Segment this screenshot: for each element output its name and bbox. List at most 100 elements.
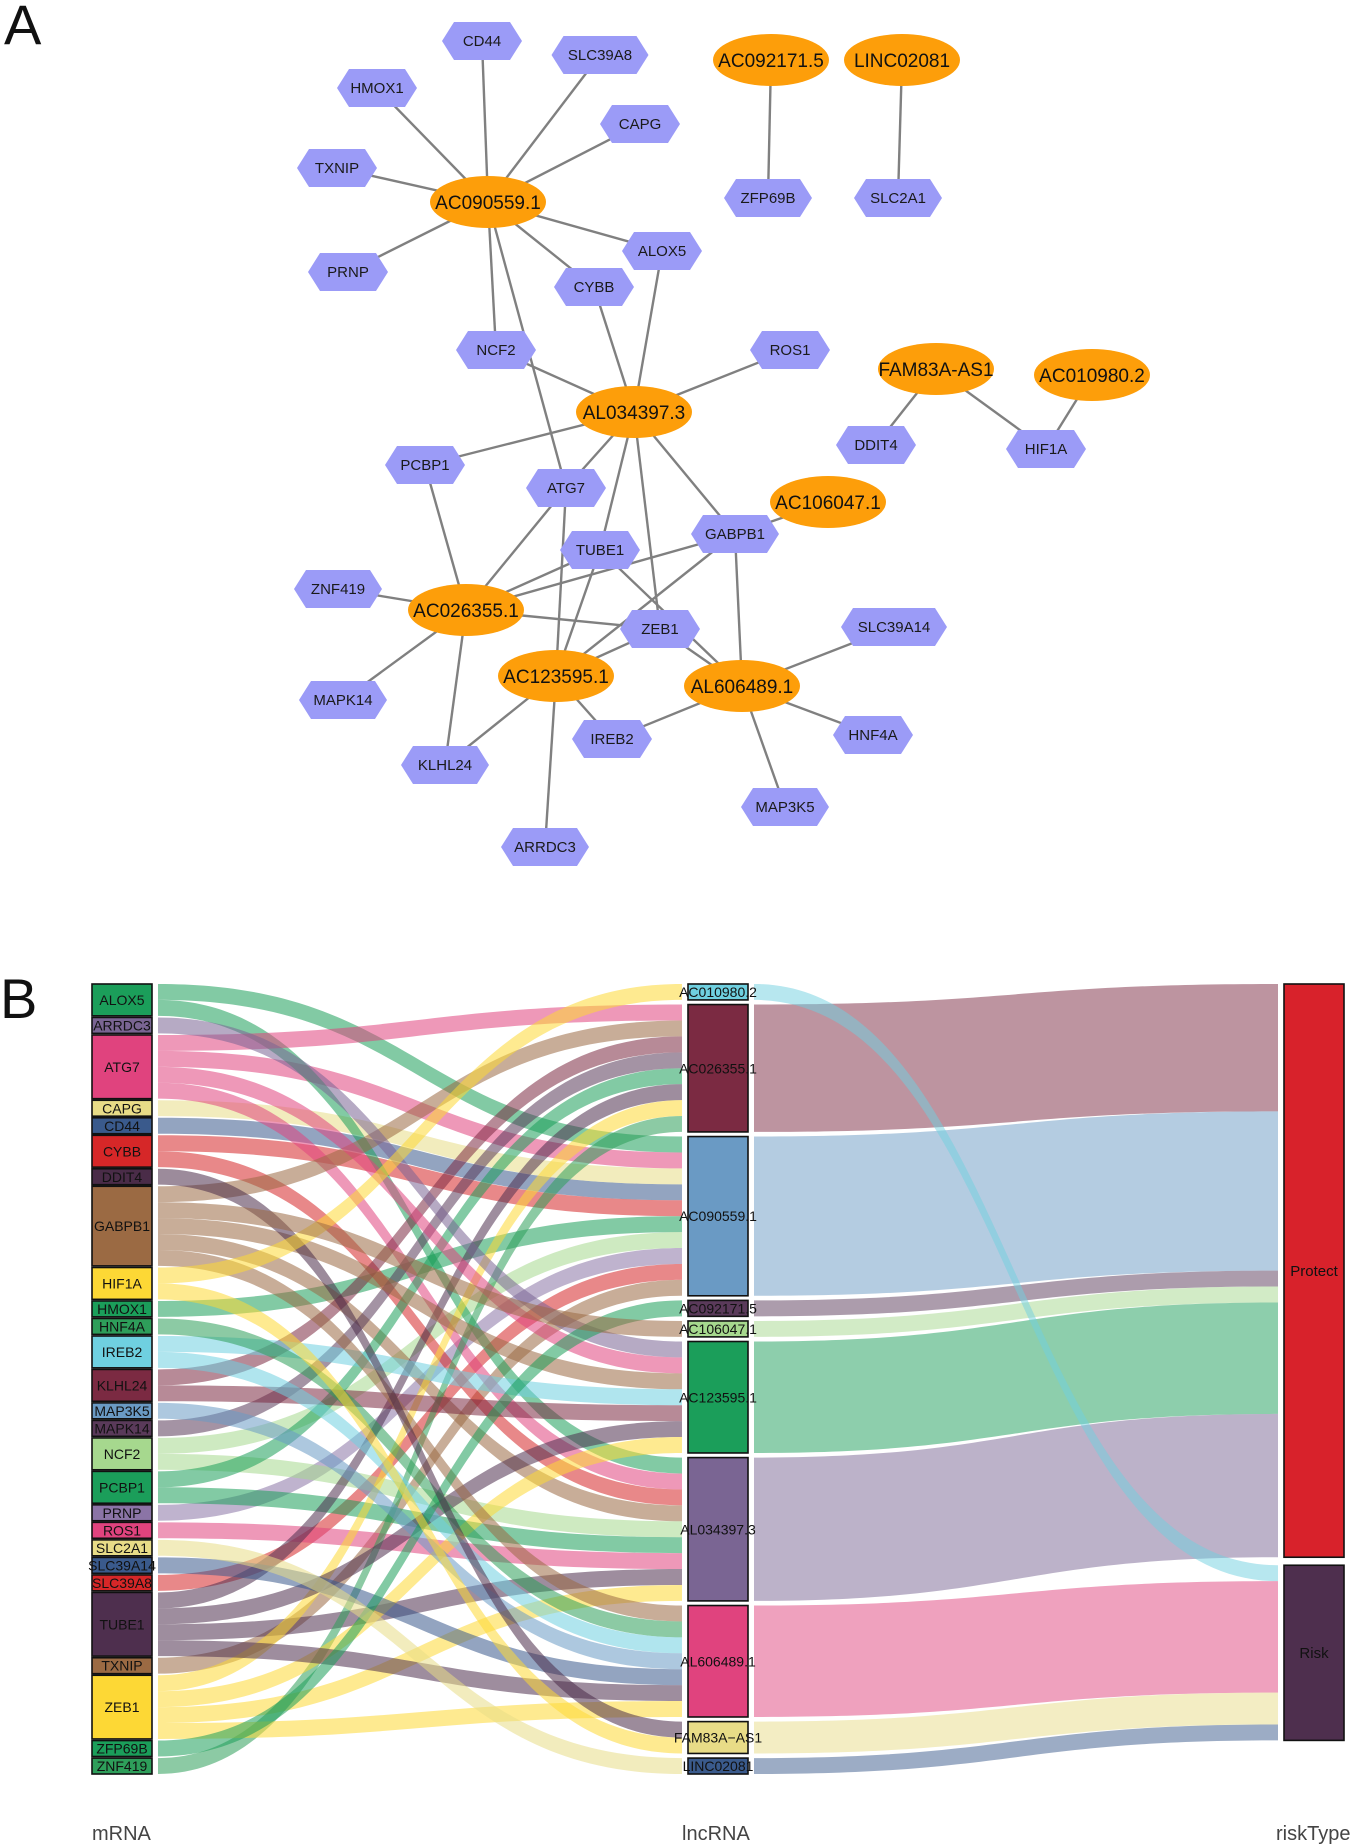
flow-tube1-al606489-1 — [158, 1640, 682, 1702]
mrna-node-label: HMOX1 — [350, 80, 403, 97]
flow-gabpb1-ac106047-1 — [158, 1202, 682, 1337]
mrna-bar-arrdc3: ARRDC3 — [91, 1016, 153, 1035]
node-label: GABPB1 — [94, 1218, 150, 1234]
node-label: NCF2 — [104, 1446, 141, 1462]
mrna-node-hnf4a: HNF4A — [833, 716, 913, 754]
mrna-node-slc2a1: SLC2A1 — [854, 179, 942, 217]
edge-ac123595-1-gabpb1 — [555, 533, 736, 677]
mrna-node-hmox1: HMOX1 — [337, 69, 417, 107]
mrna-node-shape — [456, 331, 536, 369]
panel-b-label: B — [0, 967, 37, 1030]
lncrna-bar-ac123595-1: AC123595.1 — [679, 1340, 757, 1454]
mrna-bar-gabpb1: GABPB1 — [91, 1185, 153, 1267]
node-label: IREB2 — [102, 1344, 143, 1360]
flow-ac123595-1-protect — [754, 1302, 1278, 1453]
mrna-node-hif1a: HIF1A — [1006, 430, 1086, 468]
lncrna-node-label: LINC02081 — [854, 51, 950, 72]
node-label: DDIT4 — [102, 1169, 143, 1185]
edge-ac090559-1-cd44 — [480, 40, 490, 203]
mrna-node-shape — [442, 22, 522, 60]
mrna-node-shape — [600, 105, 680, 143]
node-bar — [91, 1556, 153, 1575]
mrna-node-gabpb1: GABPB1 — [691, 515, 779, 553]
node-label: ATG7 — [104, 1059, 140, 1075]
sankey-flows — [158, 984, 1278, 1774]
node-bar — [91, 1674, 153, 1740]
mrna-node-atg7: ATG7 — [526, 469, 606, 507]
node-label: AC010980.2 — [679, 984, 757, 1000]
lncrna-node-ac090559-1: AC090559.1 — [430, 176, 546, 228]
panel-a-label: A — [4, 0, 42, 56]
node-label: MAP3K5 — [94, 1403, 149, 1419]
lncrna-node-shape — [576, 386, 692, 438]
node-label: HNF4A — [99, 1318, 146, 1334]
node-label: MAPK14 — [94, 1420, 149, 1436]
flow-hnf4a-al606489-1 — [158, 1318, 682, 1638]
node-label: AL034397.3 — [680, 1521, 756, 1537]
mrna-bar-txnip: TXNIP — [91, 1656, 153, 1675]
lncrna-node-linc02081: LINC02081 — [844, 34, 960, 86]
node-label: ZEB1 — [104, 1699, 139, 1715]
mrna-bar-hmox1: HMOX1 — [91, 1300, 153, 1318]
lncrna-node-shape — [408, 584, 524, 636]
node-label: PRNP — [103, 1505, 142, 1521]
flow-gabpb1-ac026355-1 — [158, 1020, 682, 1203]
flow-tube1-ac026355-1 — [158, 1084, 682, 1609]
flow-atg7-ac123595-1 — [158, 1066, 682, 1374]
lncrna-node-shape — [498, 650, 614, 702]
mrna-node-shape — [833, 716, 913, 754]
lncrna-node-shape — [770, 476, 886, 528]
mrna-node-label: IREB2 — [590, 731, 633, 748]
mrna-bar-znf419: ZNF419 — [91, 1757, 153, 1775]
flow-al606489-1-risk — [754, 1581, 1278, 1717]
node-label: CD44 — [104, 1118, 140, 1134]
node-bar — [91, 1300, 153, 1318]
mrna-bar-ncf2: NCF2 — [91, 1437, 153, 1471]
flow-mapk14-ac026355-1 — [158, 1052, 682, 1437]
mrna-node-zeb1: ZEB1 — [620, 610, 700, 648]
mrna-bar-ireb2: IREB2 — [91, 1335, 153, 1369]
lncrna-node-fam83a-as1: FAM83A-AS1 — [878, 343, 994, 395]
node-bar — [91, 1016, 153, 1035]
lncrna-bar-ac092171-5: AC092171.5 — [679, 1299, 757, 1318]
flow-ac026355-1-protect — [754, 984, 1278, 1132]
node-label: TUBE1 — [99, 1616, 144, 1632]
flow-ireb2-al606489-1 — [158, 1351, 682, 1654]
node-label: ARRDC3 — [93, 1017, 151, 1033]
mrna-node-label: PRNP — [327, 264, 369, 281]
flow-al034397-3-protect — [754, 1413, 1278, 1601]
mrna-node-label: DDIT4 — [854, 437, 897, 454]
mrna-node-label: CYBB — [574, 279, 615, 296]
mrna-node-prnp: PRNP — [308, 253, 388, 291]
lncrna-node-shape — [844, 34, 960, 86]
mrna-bar-capg: CAPG — [91, 1099, 153, 1117]
mrna-bar-zeb1: ZEB1 — [91, 1674, 153, 1740]
mrna-node-map3k5: MAP3K5 — [741, 788, 829, 826]
mrna-bar-cd44: CD44 — [91, 1116, 153, 1135]
mrna-node-shape — [572, 720, 652, 758]
mrna-node-shape — [337, 69, 417, 107]
mrna-node-label: ALOX5 — [638, 243, 686, 260]
mrna-node-label: HIF1A — [1025, 441, 1068, 458]
edge-ac123595-1-atg7 — [554, 487, 568, 677]
edge-ac123595-1-arrdc3 — [543, 675, 558, 848]
flow-ac090559-1-protect — [754, 1111, 1278, 1296]
lncrna-node-ac123595-1: AC123595.1 — [498, 650, 614, 702]
mrna-node-shape — [620, 610, 700, 648]
node-bar — [91, 1402, 153, 1420]
node-bar — [91, 1739, 153, 1758]
mrna-node-label: GABPB1 — [705, 526, 765, 543]
node-label: AC123595.1 — [679, 1389, 757, 1405]
network-nodes: CD44SLC39A8HMOX1CAPGTXNIPALOX5PRNPCYBBNC… — [294, 22, 1150, 866]
flow-ros1-al034397-3 — [158, 1522, 682, 1570]
mrna-bar-slc39a14: SLC39A14 — [88, 1556, 156, 1575]
axis-label-lncrna: lncRNA — [682, 1823, 750, 1844]
network-edges — [336, 40, 1094, 848]
node-bar — [91, 1521, 153, 1540]
lncrna-node-ac010980-2: AC010980.2 — [1034, 349, 1150, 401]
node-bar — [91, 1757, 153, 1775]
risk-bar-protect: Protect — [1283, 983, 1345, 1559]
node-label: TXNIP — [101, 1658, 142, 1674]
node-label: AC106047.1 — [679, 1321, 757, 1337]
flow-zfp69b-ac092171-5 — [158, 1300, 682, 1757]
